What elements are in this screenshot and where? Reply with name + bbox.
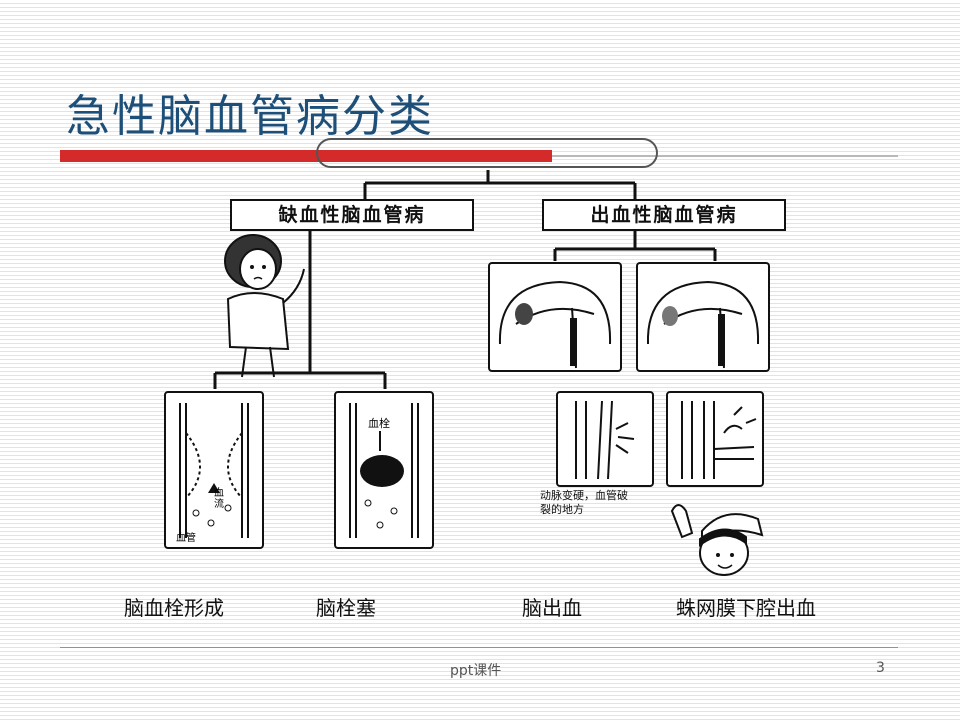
hemorrhagic-branch-box: 出血性脑血管病 xyxy=(542,199,786,231)
caption-cerebral-embolism: 脑栓塞 xyxy=(316,596,376,620)
slide-title: 急性脑血管病分类 xyxy=(66,91,434,142)
brain-hemorrhage-panel-1 xyxy=(488,262,622,372)
bloodflow-label: 血流 xyxy=(214,488,224,510)
page-number: 3 xyxy=(876,660,885,676)
footer-text: ppt课件 xyxy=(450,663,502,679)
caption-cerebral-thrombosis: 脑血栓形成 xyxy=(124,596,224,620)
classification-diagram: 缺血性脑血管病 出血性脑血管病 血流 xyxy=(150,165,800,585)
thrombosis-vessel-drawing xyxy=(179,403,249,538)
vessel-rupture-drawing-2 xyxy=(681,401,757,479)
thrombus-label: 血栓 xyxy=(368,417,390,430)
brain-hemorrhage-drawing-1 xyxy=(498,280,612,369)
caption-subarachnoid-hemorrhage: 蛛网膜下腔出血 xyxy=(676,596,816,620)
title-accent-bar xyxy=(60,150,552,162)
brain-hemorrhage-panel-2 xyxy=(636,262,770,372)
brain-hemorrhage-drawing-2 xyxy=(646,280,760,369)
doctor-note-text: 动脉变硬，血管破裂的地方 xyxy=(540,489,628,516)
vessel-label: 血管 xyxy=(176,533,196,544)
vessel-rupture-drawing-1 xyxy=(575,400,635,480)
embolism-vessel-drawing xyxy=(349,403,419,538)
footer-divider xyxy=(60,647,898,648)
embolism-vessel-panel: 血栓 xyxy=(334,391,434,549)
title-divider-line xyxy=(552,155,898,157)
caption-cerebral-hemorrhage: 脑出血 xyxy=(522,596,582,620)
vessel-rupture-panel-2 xyxy=(666,391,764,487)
doctor-cartoon-illustration xyxy=(670,504,764,576)
thrombosis-vessel-panel: 血流 血管 xyxy=(164,391,264,549)
title-pill-outline xyxy=(316,138,658,168)
woman-cartoon-illustration xyxy=(224,234,305,378)
ischemic-branch-box: 缺血性脑血管病 xyxy=(230,199,474,231)
vessel-rupture-panel-1 xyxy=(556,391,654,487)
